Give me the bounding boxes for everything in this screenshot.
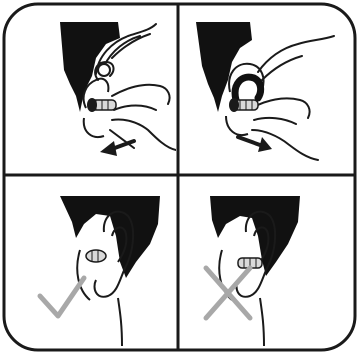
neck-outline <box>77 250 122 346</box>
hair-shape <box>60 196 160 278</box>
earplug <box>229 98 258 112</box>
checkmark-icon <box>40 278 84 316</box>
panel-step-1 <box>60 22 176 156</box>
hand-upper <box>258 36 334 80</box>
arrow-left-icon <box>100 141 134 156</box>
earplug <box>87 98 116 112</box>
panel-step-4 <box>206 196 300 346</box>
hand-lower <box>110 85 176 150</box>
hair-shape <box>196 22 252 112</box>
panel-step-3 <box>40 196 160 346</box>
panel-step-2 <box>196 22 334 160</box>
earplug-seated <box>86 250 106 262</box>
ear-canal-arc <box>235 77 261 100</box>
fingertip-detail <box>98 64 110 76</box>
cross-icon <box>206 268 250 318</box>
hair-shape <box>60 22 120 112</box>
arrow-right-icon <box>238 137 272 152</box>
